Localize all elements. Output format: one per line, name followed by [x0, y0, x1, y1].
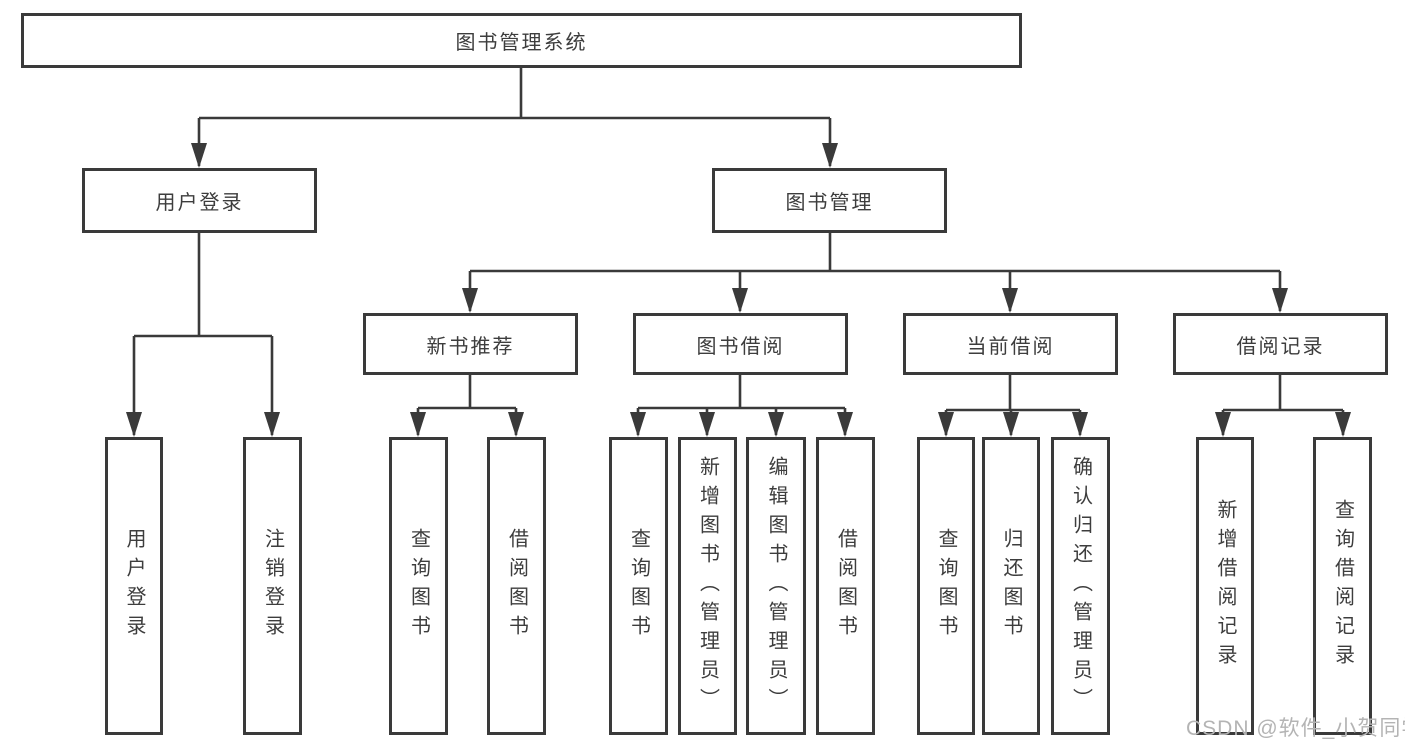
node-borrowing-records-label: 借阅记录 [1236, 335, 1325, 358]
node-leaf-current-return: 归还图书 [982, 437, 1040, 735]
node-book-management: 图书管理 [712, 168, 947, 233]
node-new-book-recommend: 新书推荐 [363, 313, 578, 375]
arrowheads [126, 143, 1351, 437]
leaf-label: 用户登录 [123, 528, 145, 644]
node-leaf-borrow-edit-admin: 编辑图书（管理员） [746, 437, 806, 735]
node-book-management-label: 图书管理 [785, 192, 874, 214]
leaf-label: 编辑图书（管理员） [765, 455, 787, 717]
leaf-label: 确认归还（管理员） [1069, 455, 1092, 717]
leaf-label: 查询图书 [407, 528, 430, 644]
leaf-label: 借阅图书 [505, 528, 528, 644]
connector-paths [132, 68, 1345, 435]
leaf-label: 注销登录 [261, 528, 284, 644]
leaf-label: 新增借阅记录 [1214, 499, 1236, 673]
node-leaf-current-confirm-admin: 确认归还（管理员） [1051, 437, 1110, 735]
leaf-label: 新增图书（管理员） [696, 455, 719, 717]
node-borrowing-records: 借阅记录 [1173, 313, 1388, 375]
node-leaf-current-query: 查询图书 [917, 437, 975, 735]
leaf-label: 借阅图书 [834, 528, 857, 644]
node-user-login: 用户登录 [82, 168, 317, 233]
leaf-label: 查询图书 [935, 528, 957, 644]
leaf-label: 查询借阅记录 [1331, 499, 1354, 673]
node-leaf-borrow-query: 查询图书 [609, 437, 668, 735]
node-leaf-borrow-add-admin: 新增图书（管理员） [678, 437, 737, 735]
node-root-library-system: 图书管理系统 [21, 13, 1022, 68]
leaf-label: 查询图书 [627, 528, 650, 644]
node-leaf-newbooks-borrow: 借阅图书 [487, 437, 546, 735]
node-new-book-recommend-label: 新书推荐 [426, 335, 515, 358]
node-user-login-label: 用户登录 [155, 192, 244, 214]
leaf-label: 归还图书 [1000, 528, 1022, 644]
node-root-label: 图书管理系统 [455, 32, 588, 54]
node-current-borrowing: 当前借阅 [903, 313, 1118, 375]
node-book-borrowing-label: 图书借阅 [696, 335, 785, 358]
node-current-borrowing-label: 当前借阅 [966, 335, 1055, 358]
node-leaf-newbooks-query: 查询图书 [389, 437, 448, 735]
node-leaf-logout: 注销登录 [243, 437, 302, 735]
node-book-borrowing: 图书借阅 [633, 313, 848, 375]
node-leaf-records-query: 查询借阅记录 [1313, 437, 1372, 735]
node-leaf-user-login: 用户登录 [105, 437, 163, 735]
node-leaf-borrow-book: 借阅图书 [816, 437, 875, 735]
csdn-watermark: CSDN @软件_小贺同学 [1186, 717, 1405, 740]
node-leaf-records-add: 新增借阅记录 [1196, 437, 1254, 735]
